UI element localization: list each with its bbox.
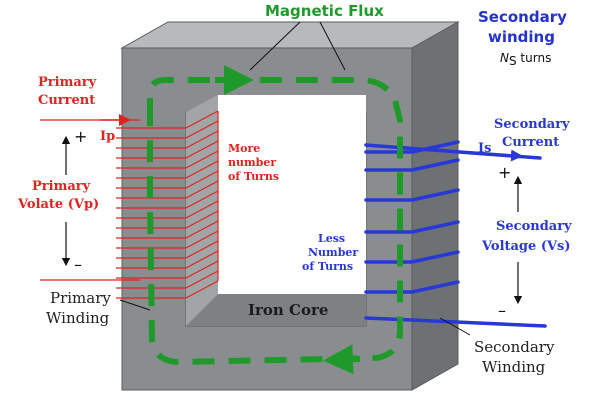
flux-pointer-1 — [249, 21, 301, 71]
secondary-winding-leader — [439, 317, 471, 336]
core-window-left-depth — [186, 95, 218, 326]
flux-path — [147, 77, 403, 365]
secondary-winding-title-line2: winding — [488, 28, 555, 46]
flux-pointer-2 — [319, 21, 346, 71]
primary-current-label-line1: Primary — [38, 75, 97, 90]
less-turns-label-line3: of Turns — [302, 260, 353, 273]
iron-core-label: Iron Core — [248, 301, 328, 319]
is-label: Is — [478, 141, 491, 156]
secondary-voltage-label-line1: Secondary — [496, 219, 572, 234]
secondary-winding — [364, 140, 547, 328]
core-window-bottom-depth-2 — [186, 294, 366, 326]
secondary-winding-title-line1: Secondary — [478, 8, 567, 26]
secondary-plus-sign: + — [498, 163, 511, 182]
primary-voltage-label-line2: Volate (Vp) — [17, 197, 99, 212]
core-window — [218, 95, 366, 294]
less-turns-label-line1: Less — [318, 232, 345, 245]
less-turns-label-line2: Number — [308, 246, 358, 259]
ip-label: Ip — [100, 129, 115, 144]
more-turns-label-line1: More — [228, 142, 260, 155]
primary-plus-sign: + — [74, 127, 87, 146]
more-turns-label-line2: number — [228, 156, 276, 169]
secondary-current-label-line1: Secondary — [494, 117, 570, 132]
primary-voltage-label-line1: Primary — [32, 179, 91, 194]
primary-current-label-line2: Current — [38, 93, 95, 108]
secondary-winding-label-line2: Winding — [482, 358, 546, 376]
core-top-face — [120, 21, 460, 49]
secondary-minus-sign: – — [498, 301, 506, 320]
core-side-face — [411, 21, 459, 391]
secondary-voltage-label-line2: Voltage (Vs) — [481, 239, 571, 254]
secondary-current-label-line2: Current — [502, 135, 559, 150]
primary-minus-sign: – — [74, 255, 82, 274]
flux-arrow-bottom — [323, 344, 361, 375]
secondary-winding-label-line1: Secondary — [474, 338, 555, 356]
primary-winding-label-line2: Winding — [46, 309, 110, 327]
primary-winding-label-line1: Primary — [50, 289, 111, 307]
more-turns-label-line3: of Turns — [228, 170, 279, 183]
magnetic-flux-label: Magnetic Flux — [265, 2, 384, 20]
primary-winding-leader — [119, 299, 151, 311]
secondary-current-arrow — [479, 149, 523, 162]
ns-turns-label: NS turns — [500, 51, 551, 68]
